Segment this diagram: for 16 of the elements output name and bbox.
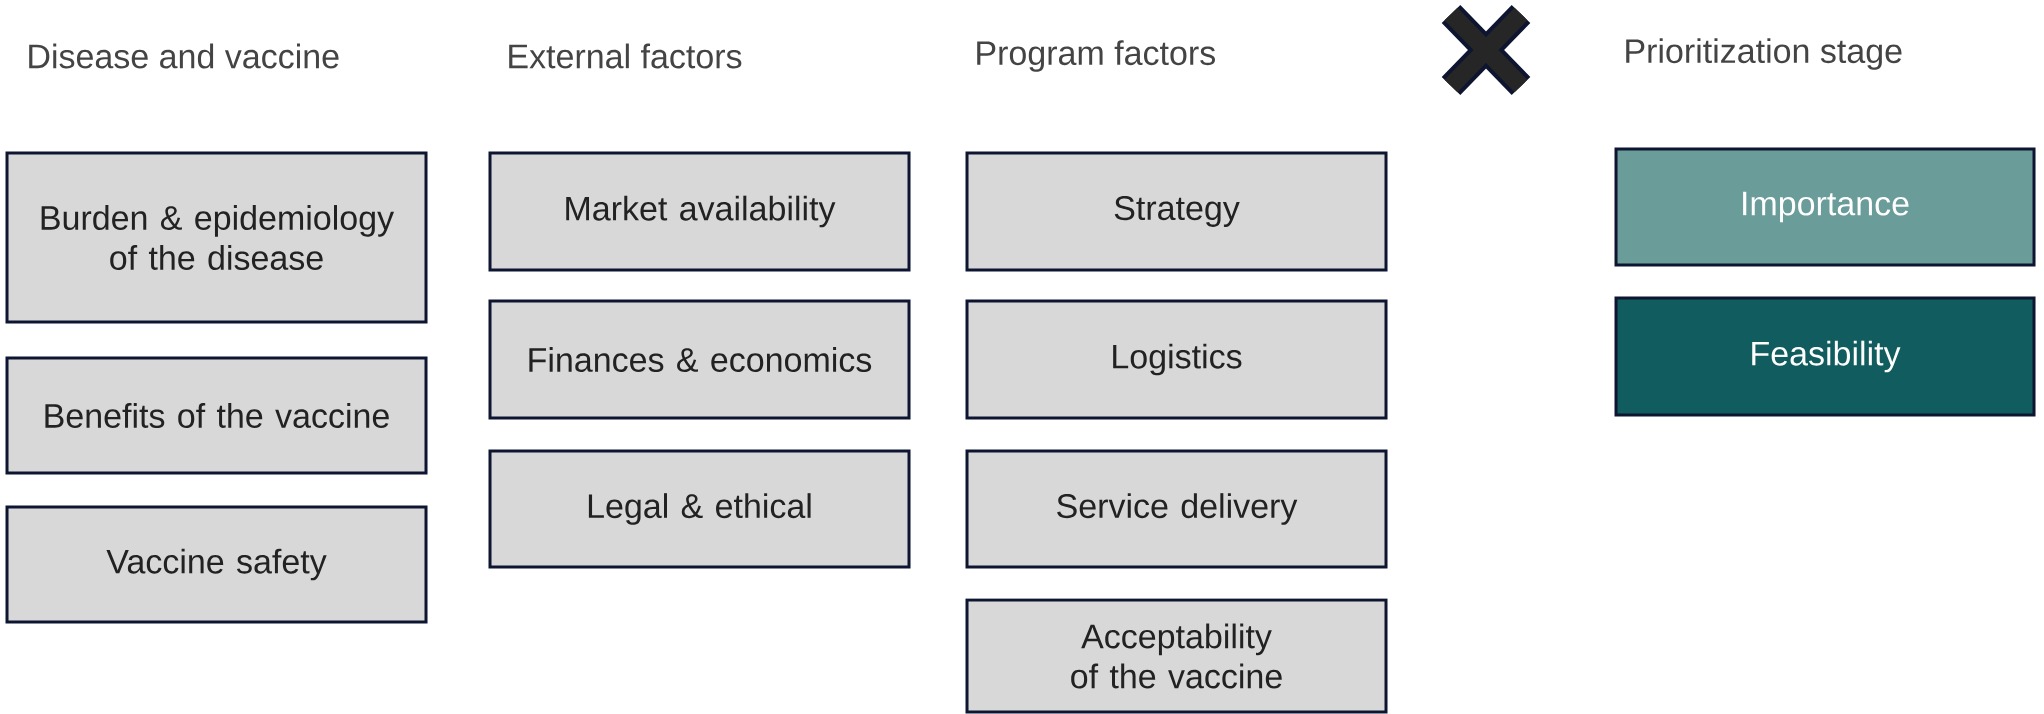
column-heading: External factors bbox=[509, 43, 742, 69]
factor-box: Service delivery bbox=[965, 449, 1388, 569]
factor-box: Burden & epidemiology of the disease bbox=[5, 151, 428, 324]
column-heading: Prioritization stage bbox=[1626, 38, 1902, 70]
factor-box: Legal & ethical bbox=[488, 449, 911, 569]
column-heading: Program factors bbox=[977, 40, 1215, 72]
column-heading: Disease and vaccine bbox=[29, 43, 339, 69]
factor-box: Vaccine safety bbox=[5, 505, 428, 624]
factor-box: Importance bbox=[1614, 147, 2036, 267]
factor-box: Benefits of the vaccine bbox=[5, 356, 428, 475]
factor-box: Logistics bbox=[965, 299, 1388, 420]
factor-box: Market availability bbox=[488, 151, 911, 272]
factor-box: Feasibility bbox=[1614, 296, 2036, 417]
factor-box: Strategy bbox=[965, 151, 1388, 272]
factor-box: Finances & economics bbox=[488, 299, 911, 420]
factor-box: Acceptability of the vaccine bbox=[965, 598, 1388, 714]
